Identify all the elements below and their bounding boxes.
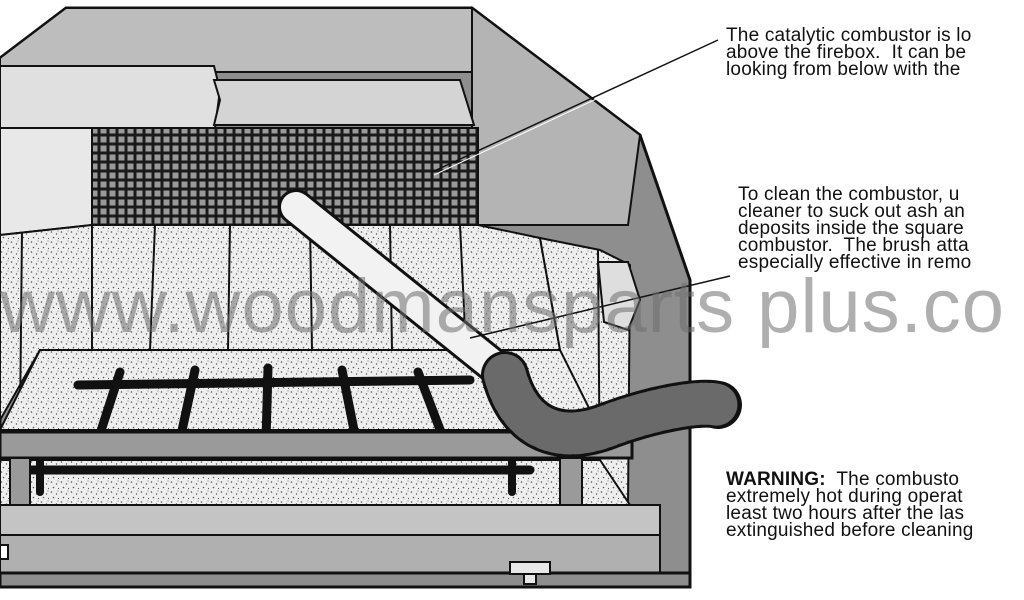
watermark-text: www.woodmansparts plus.co (0, 264, 1005, 349)
warning-note: WARNING: The combusto extremely hot duri… (726, 469, 974, 541)
note-line: To clean the combustor, u (738, 184, 960, 205)
warning-label: WARNING: (726, 469, 826, 490)
note-line: especially effective in remo (738, 252, 972, 273)
callout-leaders (431, 39, 731, 339)
side-bracket (596, 261, 642, 332)
note-line: extinguished before cleaning (726, 520, 974, 541)
note-line: cleaner to suck out ash an (738, 201, 966, 222)
baffle-plates (0, 65, 476, 237)
vacuum-wand (278, 189, 523, 393)
front-ledge (0, 430, 692, 589)
cleaning-instructions-note: To clean the combustor, u cleaner to suc… (738, 184, 972, 273)
combustor-location-note: The catalytic combustor is lo above the … (726, 25, 972, 80)
note-line: least two hours after the las (726, 503, 965, 524)
note-line: The catalytic combustor is lo (726, 25, 972, 46)
note-line: deposits inside the square (738, 218, 964, 239)
note-line: extremely hot during operat (726, 486, 963, 507)
note-line: above the firebox. It can be (726, 42, 967, 63)
note-line: looking from below with the (726, 59, 961, 80)
note-line: combustor. The brush atta (738, 235, 969, 256)
log-grate (25, 363, 535, 496)
note-line: The combusto (825, 469, 960, 490)
vacuum-hose (481, 351, 742, 458)
